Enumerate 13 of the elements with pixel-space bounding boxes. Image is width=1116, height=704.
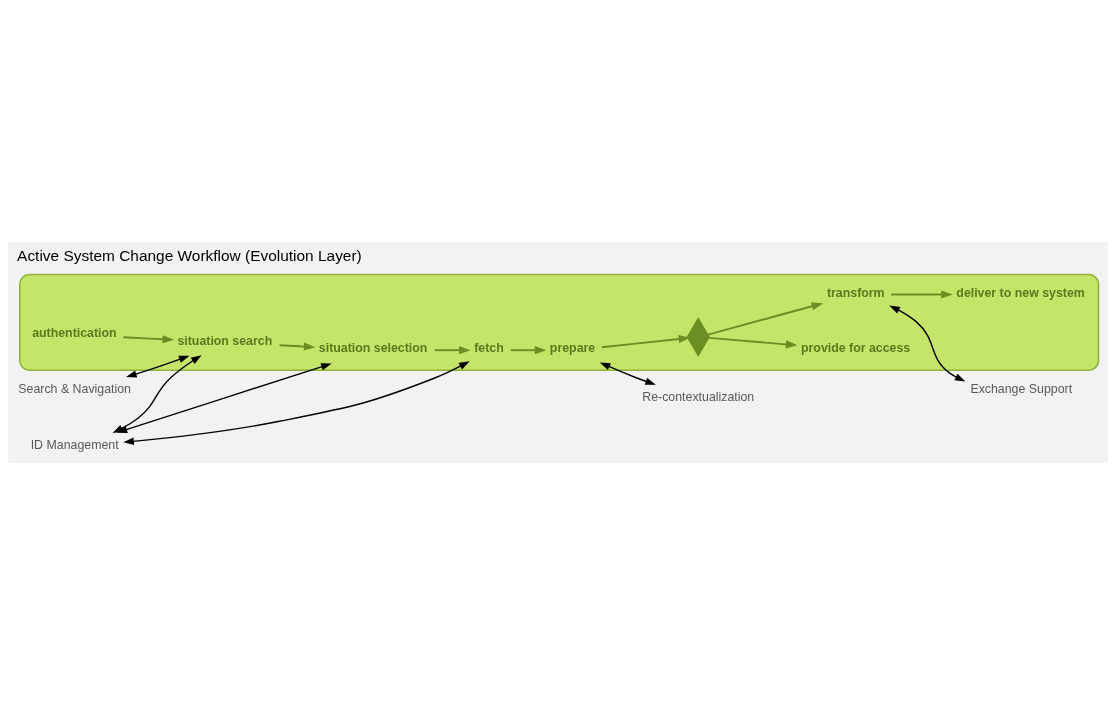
node-text: situation search — [177, 333, 273, 348]
diagram-title: Active System Change Workflow (Evolution Layer) — [17, 246, 362, 264]
node-text: transform — [826, 285, 885, 300]
node-text: deliver to new system — [956, 285, 1085, 300]
node-text: authentication — [32, 325, 117, 340]
node-text: Search & Navigation — [18, 381, 131, 396]
node-text: Re-contextualization — [642, 389, 755, 404]
node-text: prepare — [549, 340, 596, 355]
node-text: Exchange Support — [970, 381, 1073, 396]
node-text: situation selection — [318, 340, 428, 355]
node-text: fetch — [474, 340, 504, 355]
node-text: ID Management — [30, 437, 119, 452]
node-text: provide for access — [801, 340, 911, 355]
